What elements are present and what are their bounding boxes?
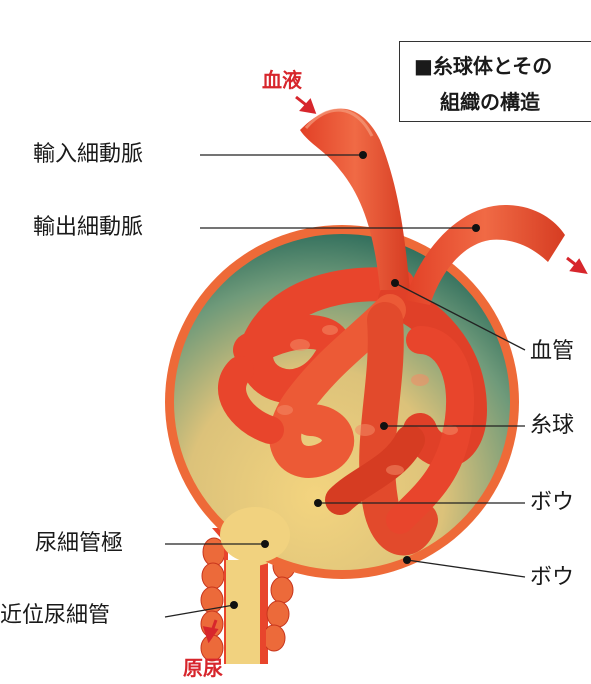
blood-label: 血液 xyxy=(262,64,302,93)
label-proximal-tubule: 近位尿細管 xyxy=(0,603,110,629)
title-line-1: ■糸球体とその xyxy=(414,50,552,79)
leader-bowman-capsule xyxy=(407,560,525,577)
label-afferent-arteriole: 輸入細動脈 xyxy=(33,142,143,168)
label-urinary-pole: 尿細管極 xyxy=(35,531,123,557)
label-efferent-arteriole: 輸出細動脈 xyxy=(33,215,143,241)
efferent-flow-arrow xyxy=(567,258,585,272)
label-bowman-space: ボウ xyxy=(530,490,574,516)
blood-flow-arrow xyxy=(296,97,314,112)
efferent-arteriole xyxy=(405,205,565,305)
leader-proximal xyxy=(165,605,234,617)
label-vascular-pole: 血管 xyxy=(530,339,574,365)
label-bowman-capsule: ボウ xyxy=(530,565,574,591)
title-line-2: 組織の構造 xyxy=(440,86,540,115)
urine-label: 原尿 xyxy=(183,652,223,681)
label-glomerulus: 糸球 xyxy=(530,413,574,439)
title-box: ■糸球体とその 組織の構造 xyxy=(399,41,591,122)
